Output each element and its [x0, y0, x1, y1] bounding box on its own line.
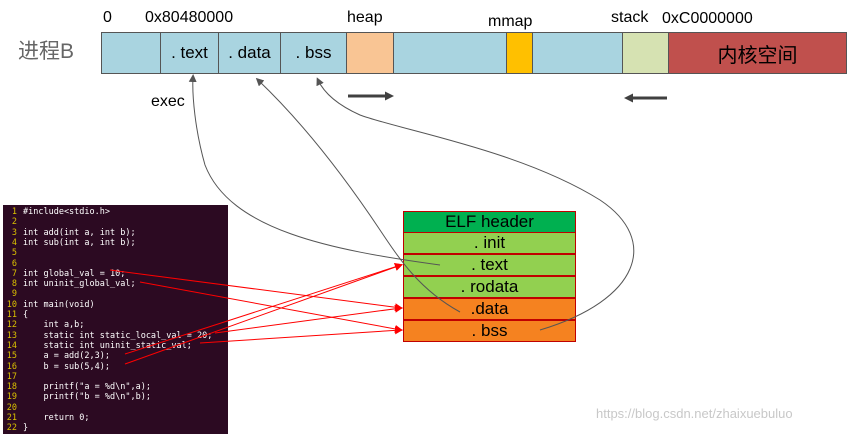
code-text: printf("a = %d\n",a);: [23, 382, 151, 393]
line-number: 10: [6, 299, 17, 310]
code-line: 22}: [3, 423, 28, 433]
stack-label: stack: [611, 9, 649, 26]
map-bss-curve: [316, 77, 635, 331]
mmap-label: mmap: [488, 13, 533, 30]
segment-stack: [622, 32, 669, 74]
elf-rodata: . rodata: [403, 276, 576, 298]
line-number: 20: [6, 402, 17, 413]
code-line: 9: [3, 289, 23, 299]
code-text: int sub(int a, int b);: [23, 237, 136, 248]
line-number: 6: [11, 258, 17, 269]
line-number: 17: [6, 371, 17, 382]
line-number: 15: [6, 351, 17, 362]
line-number: 14: [6, 340, 17, 351]
code-text: int a,b;: [23, 320, 85, 331]
segment-gap-2: [532, 32, 623, 74]
addr-zero-label: 0: [103, 9, 112, 26]
code-line: 12 int a,b;: [3, 320, 85, 331]
code-line: 10 int main(void): [3, 300, 95, 310]
process-label: 进程B: [18, 40, 75, 63]
line-number: 18: [6, 382, 17, 393]
line-number: 4: [11, 237, 17, 248]
watermark: https://blog.csdn.net/zhaixuebuluo: [596, 406, 793, 421]
code-line: 8 int uninit_global_val;: [3, 279, 136, 289]
code-text: #include<stdio.h>: [23, 207, 110, 217]
segment-low: [101, 32, 161, 74]
code-line: 2: [3, 217, 23, 227]
arrow-sub-call: [124, 263, 403, 365]
code-line: 14 static int uninit_static_val;: [3, 341, 192, 351]
addr-start-label: 0x80480000: [145, 9, 234, 26]
elf-text: . text: [403, 254, 576, 276]
segment-text: . text: [160, 32, 219, 74]
code-text: int uninit_global_val;: [23, 279, 136, 290]
code-text: return 0;: [23, 413, 90, 423]
exec-label: exec: [151, 93, 185, 110]
heap-label: heap: [347, 9, 383, 26]
code-line: 20: [3, 403, 23, 413]
map-data-curve: [255, 77, 461, 313]
segment-bss: . bss: [280, 32, 347, 74]
line-number: 22: [6, 423, 17, 434]
arrow-uninit-global: [139, 281, 403, 333]
arrow-add-call: [124, 263, 403, 355]
elf-init: . init: [403, 232, 576, 254]
segment-kernel: 内核空间: [668, 32, 847, 74]
line-number: 5: [11, 248, 17, 259]
line-number: 11: [6, 310, 17, 320]
elf-header: ELF header: [403, 211, 576, 233]
code-line: 3 int add(int a, int b);: [3, 228, 136, 238]
segment-gap-1: [393, 32, 507, 74]
code-text: int main(void): [23, 299, 95, 310]
line-number: 13: [6, 330, 17, 341]
code-text: int add(int a, int b);: [23, 227, 136, 238]
arrow-uninit-static: [199, 326, 403, 344]
code-text: static int uninit_static_val;: [23, 340, 192, 351]
segment-mmap: [506, 32, 533, 74]
addr-end-label: 0xC0000000: [662, 10, 753, 27]
line-number: 21: [6, 413, 17, 423]
code-line: 5: [3, 248, 23, 258]
elf-bss: . bss: [403, 320, 576, 342]
line-number: 3: [11, 227, 17, 238]
code-line: 1 #include<stdio.h>: [3, 207, 110, 217]
code-line: 11 {: [3, 310, 28, 320]
arrow-static-local: [214, 304, 403, 334]
code-line: 19 printf("b = %d\n",b);: [3, 392, 151, 402]
line-number: 8: [11, 279, 17, 290]
code-text: b = sub(5,4);: [23, 361, 110, 372]
code-text: printf("b = %d\n",b);: [23, 392, 151, 403]
code-line: 17: [3, 372, 23, 382]
code-text: {: [23, 310, 29, 320]
line-number: 12: [6, 320, 17, 331]
code-line: 15 a = add(2,3);: [3, 351, 110, 361]
segment-data: . data: [218, 32, 281, 74]
line-number: 2: [11, 217, 17, 228]
code-line: 7 int global_val = 10;: [3, 269, 125, 279]
code-line: 16 b = sub(5,4);: [3, 362, 110, 372]
code-text: int global_val = 10;: [23, 268, 126, 279]
arrow-global-val: [109, 269, 403, 312]
line-number: 19: [6, 392, 17, 403]
line-number: 1: [11, 207, 17, 217]
line-number: 16: [6, 361, 17, 372]
code-text: a = add(2,3);: [23, 351, 110, 362]
code-text: }: [23, 423, 29, 434]
code-line: 21 return 0;: [3, 413, 90, 423]
code-line: 6: [3, 259, 23, 269]
map-text-curve: [188, 74, 441, 266]
line-number: 7: [11, 268, 17, 279]
code-line: 4 int sub(int a, int b);: [3, 238, 136, 248]
code-line: 18 printf("a = %d\n",a);: [3, 382, 151, 392]
line-number: 9: [11, 289, 17, 300]
